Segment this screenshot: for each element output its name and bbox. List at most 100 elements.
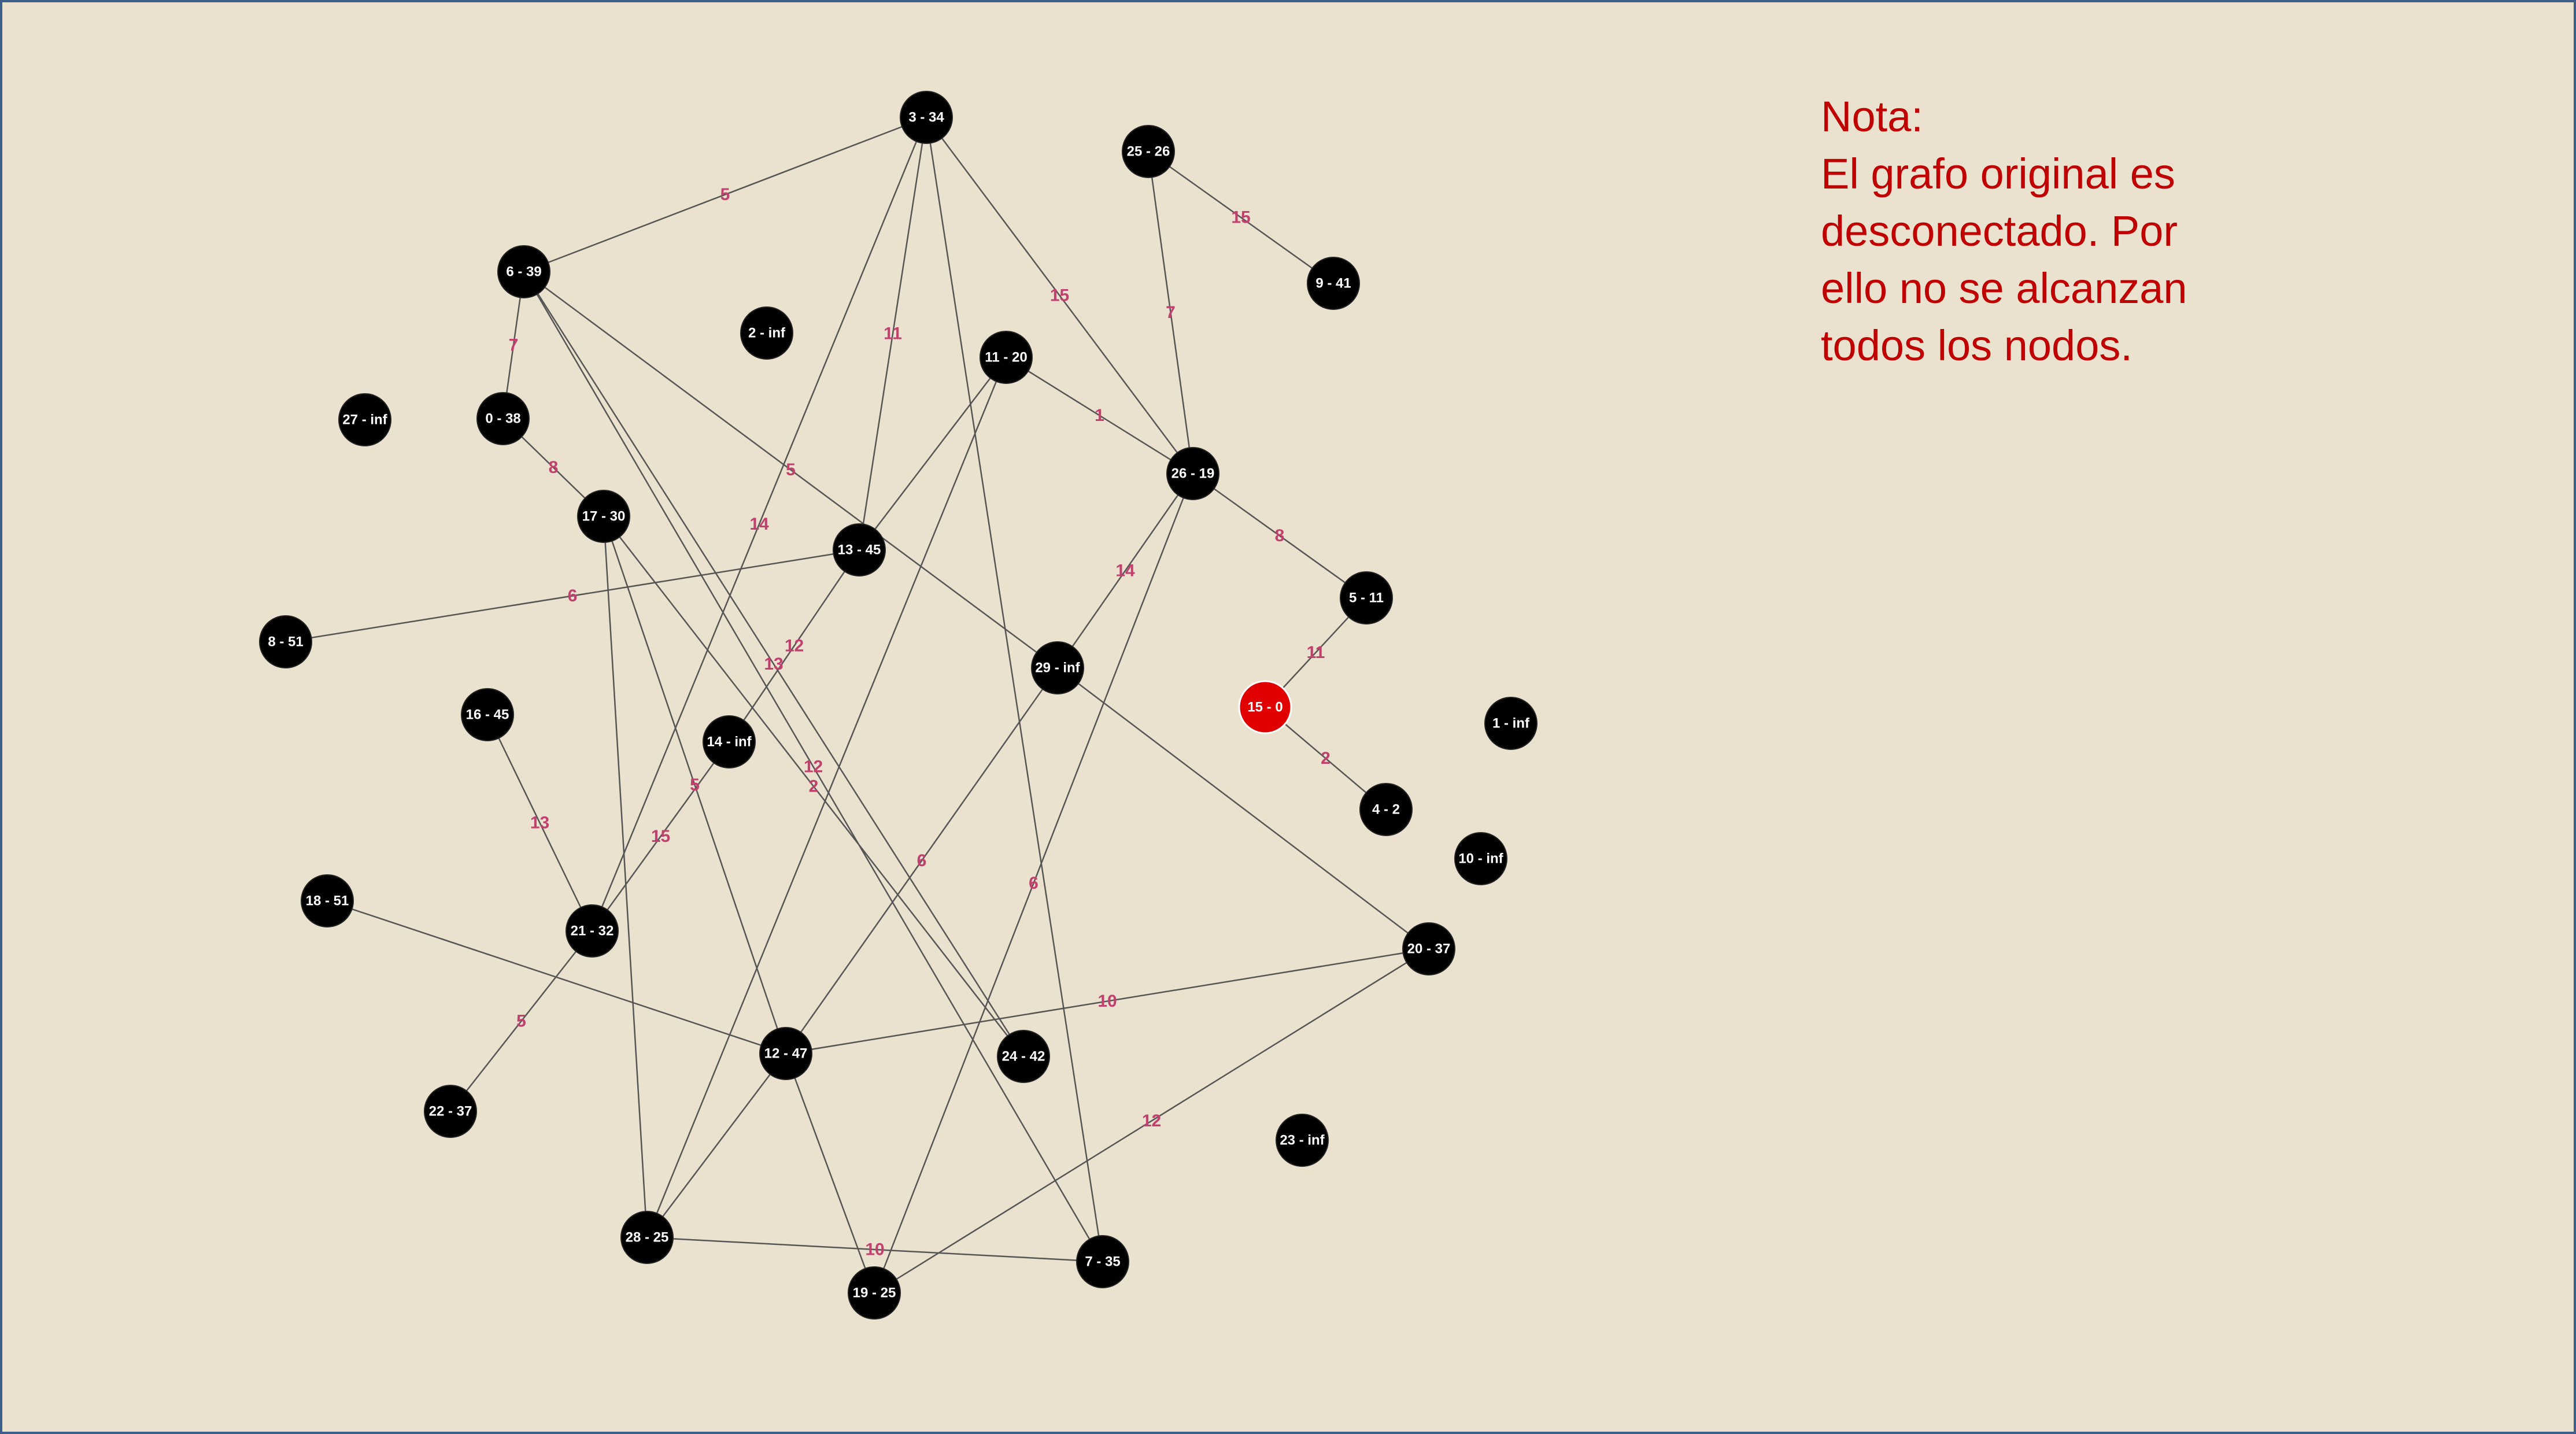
edge-3-26 [925,117,1194,474]
edge-weight-label: 14 [1115,561,1135,581]
node-circle [577,490,630,543]
graph-node[interactable]: 24 - 42 [997,1030,1050,1083]
edge-weight-label: 7 [509,336,519,355]
edge-weight-label: 12 [785,637,804,656]
graph-node[interactable]: 11 - 20 [980,331,1033,384]
edge-weight-label: 11 [1307,643,1325,662]
node-circle [759,1027,812,1080]
edge-weight-label: 2 [809,777,819,796]
node-circle [1031,641,1084,694]
graph-node[interactable]: 14 - inf [703,715,756,768]
graph-node[interactable]: 27 - inf [338,393,391,446]
graph-node[interactable]: 21 - 32 [566,904,619,958]
nodes-layer: 0 - 38 1 - inf 2 - inf 3 - 34 4 - 2 5 - 11 6 -… [259,91,1538,1320]
graph-node[interactable]: 26 - 19 [1166,447,1219,500]
graph-node[interactable]: 13 - 45 [833,523,886,576]
node-label: 20 - 37 [1407,941,1451,957]
graph-node[interactable]: 7 - 35 [1076,1235,1129,1288]
edge-11-13 [859,357,1007,550]
node-circle [1359,783,1413,836]
edge-6-24 [523,271,1025,1057]
edge-weight-label: 15 [651,827,670,846]
node-label: 11 - 20 [985,350,1027,365]
edge-19-20 [874,948,1429,1294]
graph-node[interactable]: 3 - 34 [900,91,953,144]
graph-node[interactable]: 18 - 51 [301,874,354,927]
graph-node[interactable]: 25 - 26 [1122,125,1175,178]
graph-node[interactable]: 8 - 51 [259,615,312,668]
edge-29-12 [785,667,1059,1054]
graph-node[interactable]: 29 - inf [1031,641,1084,694]
graph-node[interactable]: 19 - 25 [848,1266,901,1320]
node-circle [1402,922,1455,975]
graph-node[interactable]: 0 - 38 [476,392,530,445]
edge-weight-label: 10 [865,1240,884,1259]
edge-weight-label: 5 [516,1012,526,1031]
node-label: 9 - 41 [1315,276,1351,291]
edge-weight-label: 11 [884,324,902,343]
graph-node[interactable]: 4 - 2 [1359,783,1413,836]
note-line: Nota: [1821,93,1923,141]
edge-6-29 [523,271,1058,669]
edge-weight-label: 7 [1166,303,1176,322]
graph-node[interactable]: 5 - 11 [1340,571,1393,624]
graph-node[interactable]: 1 - inf [1484,697,1538,750]
graph-node[interactable]: 10 - inf [1454,832,1507,885]
node-circle [476,392,530,445]
edge-12-19 [785,1053,875,1293]
node-circle [997,1030,1050,1083]
node-label: 7 - 35 [1085,1254,1120,1270]
node-circle [461,688,514,741]
node-label: 19 - 25 [853,1285,896,1301]
edge-13-14 [728,549,860,742]
edge-weight-label: 6 [917,851,927,870]
node-label: 28 - 25 [626,1230,669,1245]
node-label: 22 - 37 [429,1104,472,1119]
node-label: 12 - 47 [764,1046,808,1062]
graph-node[interactable]: 16 - 45 [461,688,514,741]
edge-26-5 [1192,472,1367,599]
edge-weight-label: 5 [720,185,730,204]
node-circle [1340,571,1393,624]
graph-node[interactable]: 28 - 25 [620,1211,674,1264]
node-circle [259,615,312,668]
node-circle [1276,1114,1329,1167]
node-label: 26 - 19 [1171,466,1215,482]
node-label: 18 - 51 [306,893,349,909]
edge-weight-label: 2 [1321,749,1330,768]
node-circle [980,331,1033,384]
graph-node[interactable]: 22 - 37 [424,1085,477,1138]
edge-3-6 [523,116,927,273]
edge-21-22 [450,930,593,1112]
edge-weight-label: 13 [764,655,783,674]
graph-node[interactable]: 12 - 47 [759,1027,812,1080]
node-circle [740,306,793,360]
graph-node[interactable]: 9 - 41 [1307,257,1360,310]
edge-11-28 [646,357,1007,1238]
note-line: todos los nodos. [1821,321,2133,369]
edge-weight-label: 12 [1142,1111,1161,1130]
edge-weight-label: 8 [1275,526,1285,545]
graph-node[interactable]: 23 - inf [1276,1114,1329,1167]
edge-14-21 [591,741,730,932]
node-label: 2 - inf [748,326,786,341]
graph-node[interactable]: 17 - 30 [577,490,630,543]
node-circle [338,393,391,446]
edge-29-20 [1057,667,1429,949]
node-circle [1484,697,1538,750]
edge-11-26 [1006,356,1193,475]
node-label: 24 - 42 [1002,1049,1045,1065]
source-node[interactable]: 15 - 0 [1238,680,1292,734]
node-circle [848,1266,901,1320]
node-circle [1076,1235,1129,1288]
graph-node[interactable]: 6 - 39 [497,245,550,298]
edge-25-9 [1148,150,1334,284]
node-circle [566,904,619,958]
node-circle [1122,125,1175,178]
node-label: 29 - inf [1035,660,1080,676]
edge-weight-label: 1 [1095,406,1104,425]
graph-node[interactable]: 2 - inf [740,306,793,360]
graph-node[interactable]: 20 - 37 [1402,922,1455,975]
